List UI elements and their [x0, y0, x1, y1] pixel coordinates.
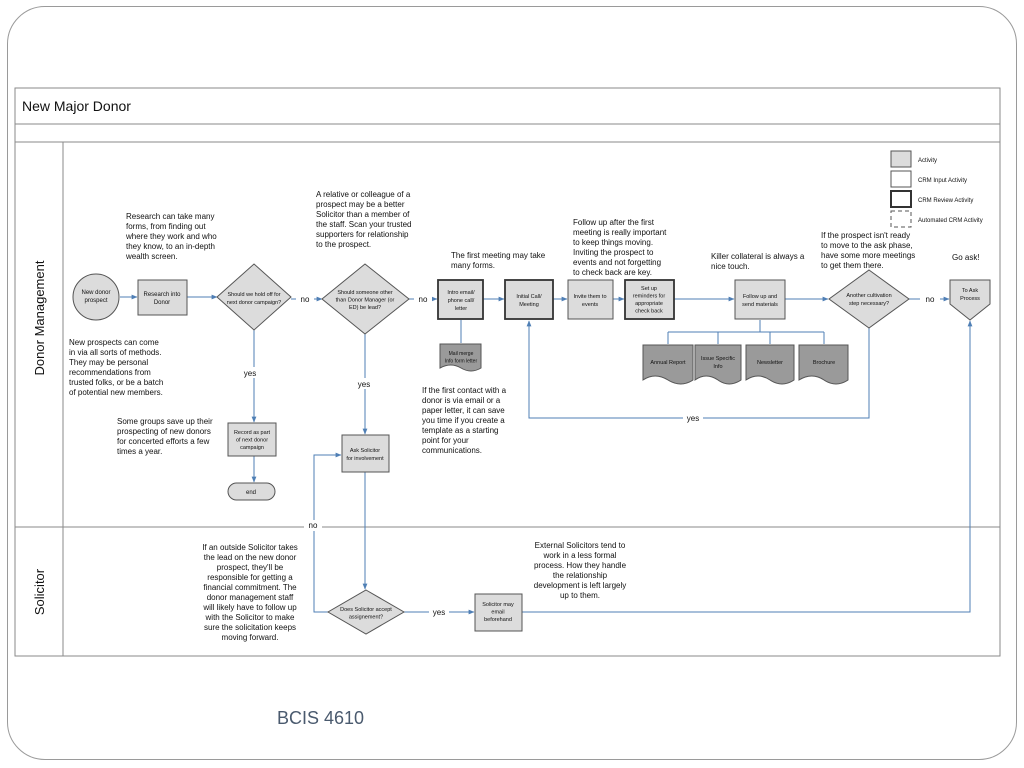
- initial-call-node: [504, 279, 554, 320]
- follow-up-node: [734, 279, 786, 320]
- solicitor-accept-decision: [327, 589, 405, 635]
- annual-report-label: Annual Report: [650, 360, 686, 366]
- intro-email-label: Intro email/phone call/letter: [447, 290, 475, 312]
- new-donor-prospect-node: [72, 273, 120, 321]
- diagram-frame: [14, 87, 1001, 657]
- set-reminders-node: [624, 279, 675, 320]
- edge-label-no-3: no: [926, 295, 935, 304]
- legend-activity: Activity: [918, 158, 937, 164]
- ask-process-offpage: [949, 279, 991, 321]
- go-ask-note: Go ask!: [952, 253, 980, 262]
- another-cultivation-decision: [828, 269, 910, 329]
- brochure-document: [798, 344, 849, 385]
- solicitor-email-node: [474, 593, 523, 632]
- edge-label-yes-1: yes: [244, 369, 256, 378]
- intro-email-node: [437, 279, 484, 320]
- edge-label-no-2: no: [419, 295, 428, 304]
- newsletter-document: [745, 344, 795, 385]
- someone-other-decision: [321, 263, 410, 335]
- edge-label-no-4: no: [309, 521, 318, 530]
- slide-frame: [7, 6, 1017, 760]
- brochure-label: Brochure: [813, 360, 835, 366]
- hold-off-decision: [216, 263, 292, 331]
- lane-label-solicitor: Solicitor: [32, 568, 47, 615]
- edge-label-yes-3: yes: [433, 608, 445, 617]
- legend-crm-input: CRM Input Activity: [918, 178, 967, 184]
- diagram-title: New Major Donor: [22, 98, 131, 114]
- legend-crm-review: CRM Review Activity: [918, 198, 973, 204]
- edge-label-no-1: no: [301, 295, 310, 304]
- mail-merge-document: [439, 343, 482, 372]
- newsletter-label: Newsletter: [757, 360, 783, 366]
- end-label: end: [246, 490, 256, 496]
- end-terminator: [227, 482, 276, 501]
- initial-call-label: Initial Call/Meeting: [516, 294, 542, 308]
- legend: Activity CRM Input Activity CRM Review A…: [890, 150, 983, 228]
- research-donor-node: [137, 279, 188, 316]
- legend-automated-crm: Automated CRM Activity: [918, 218, 983, 224]
- ask-solicitor-node: [341, 434, 390, 473]
- lane-label-donor-management: Donor Management: [32, 260, 47, 375]
- edge-label-yes-2: yes: [358, 380, 370, 389]
- invite-events-node: [567, 279, 614, 320]
- issue-specific-document: [694, 344, 742, 385]
- record-campaign-node: [227, 422, 277, 457]
- footer-course-code: BCIS 4610: [277, 708, 365, 728]
- annual-report-document: [642, 344, 694, 385]
- edge-label-yes-4: yes: [687, 414, 699, 423]
